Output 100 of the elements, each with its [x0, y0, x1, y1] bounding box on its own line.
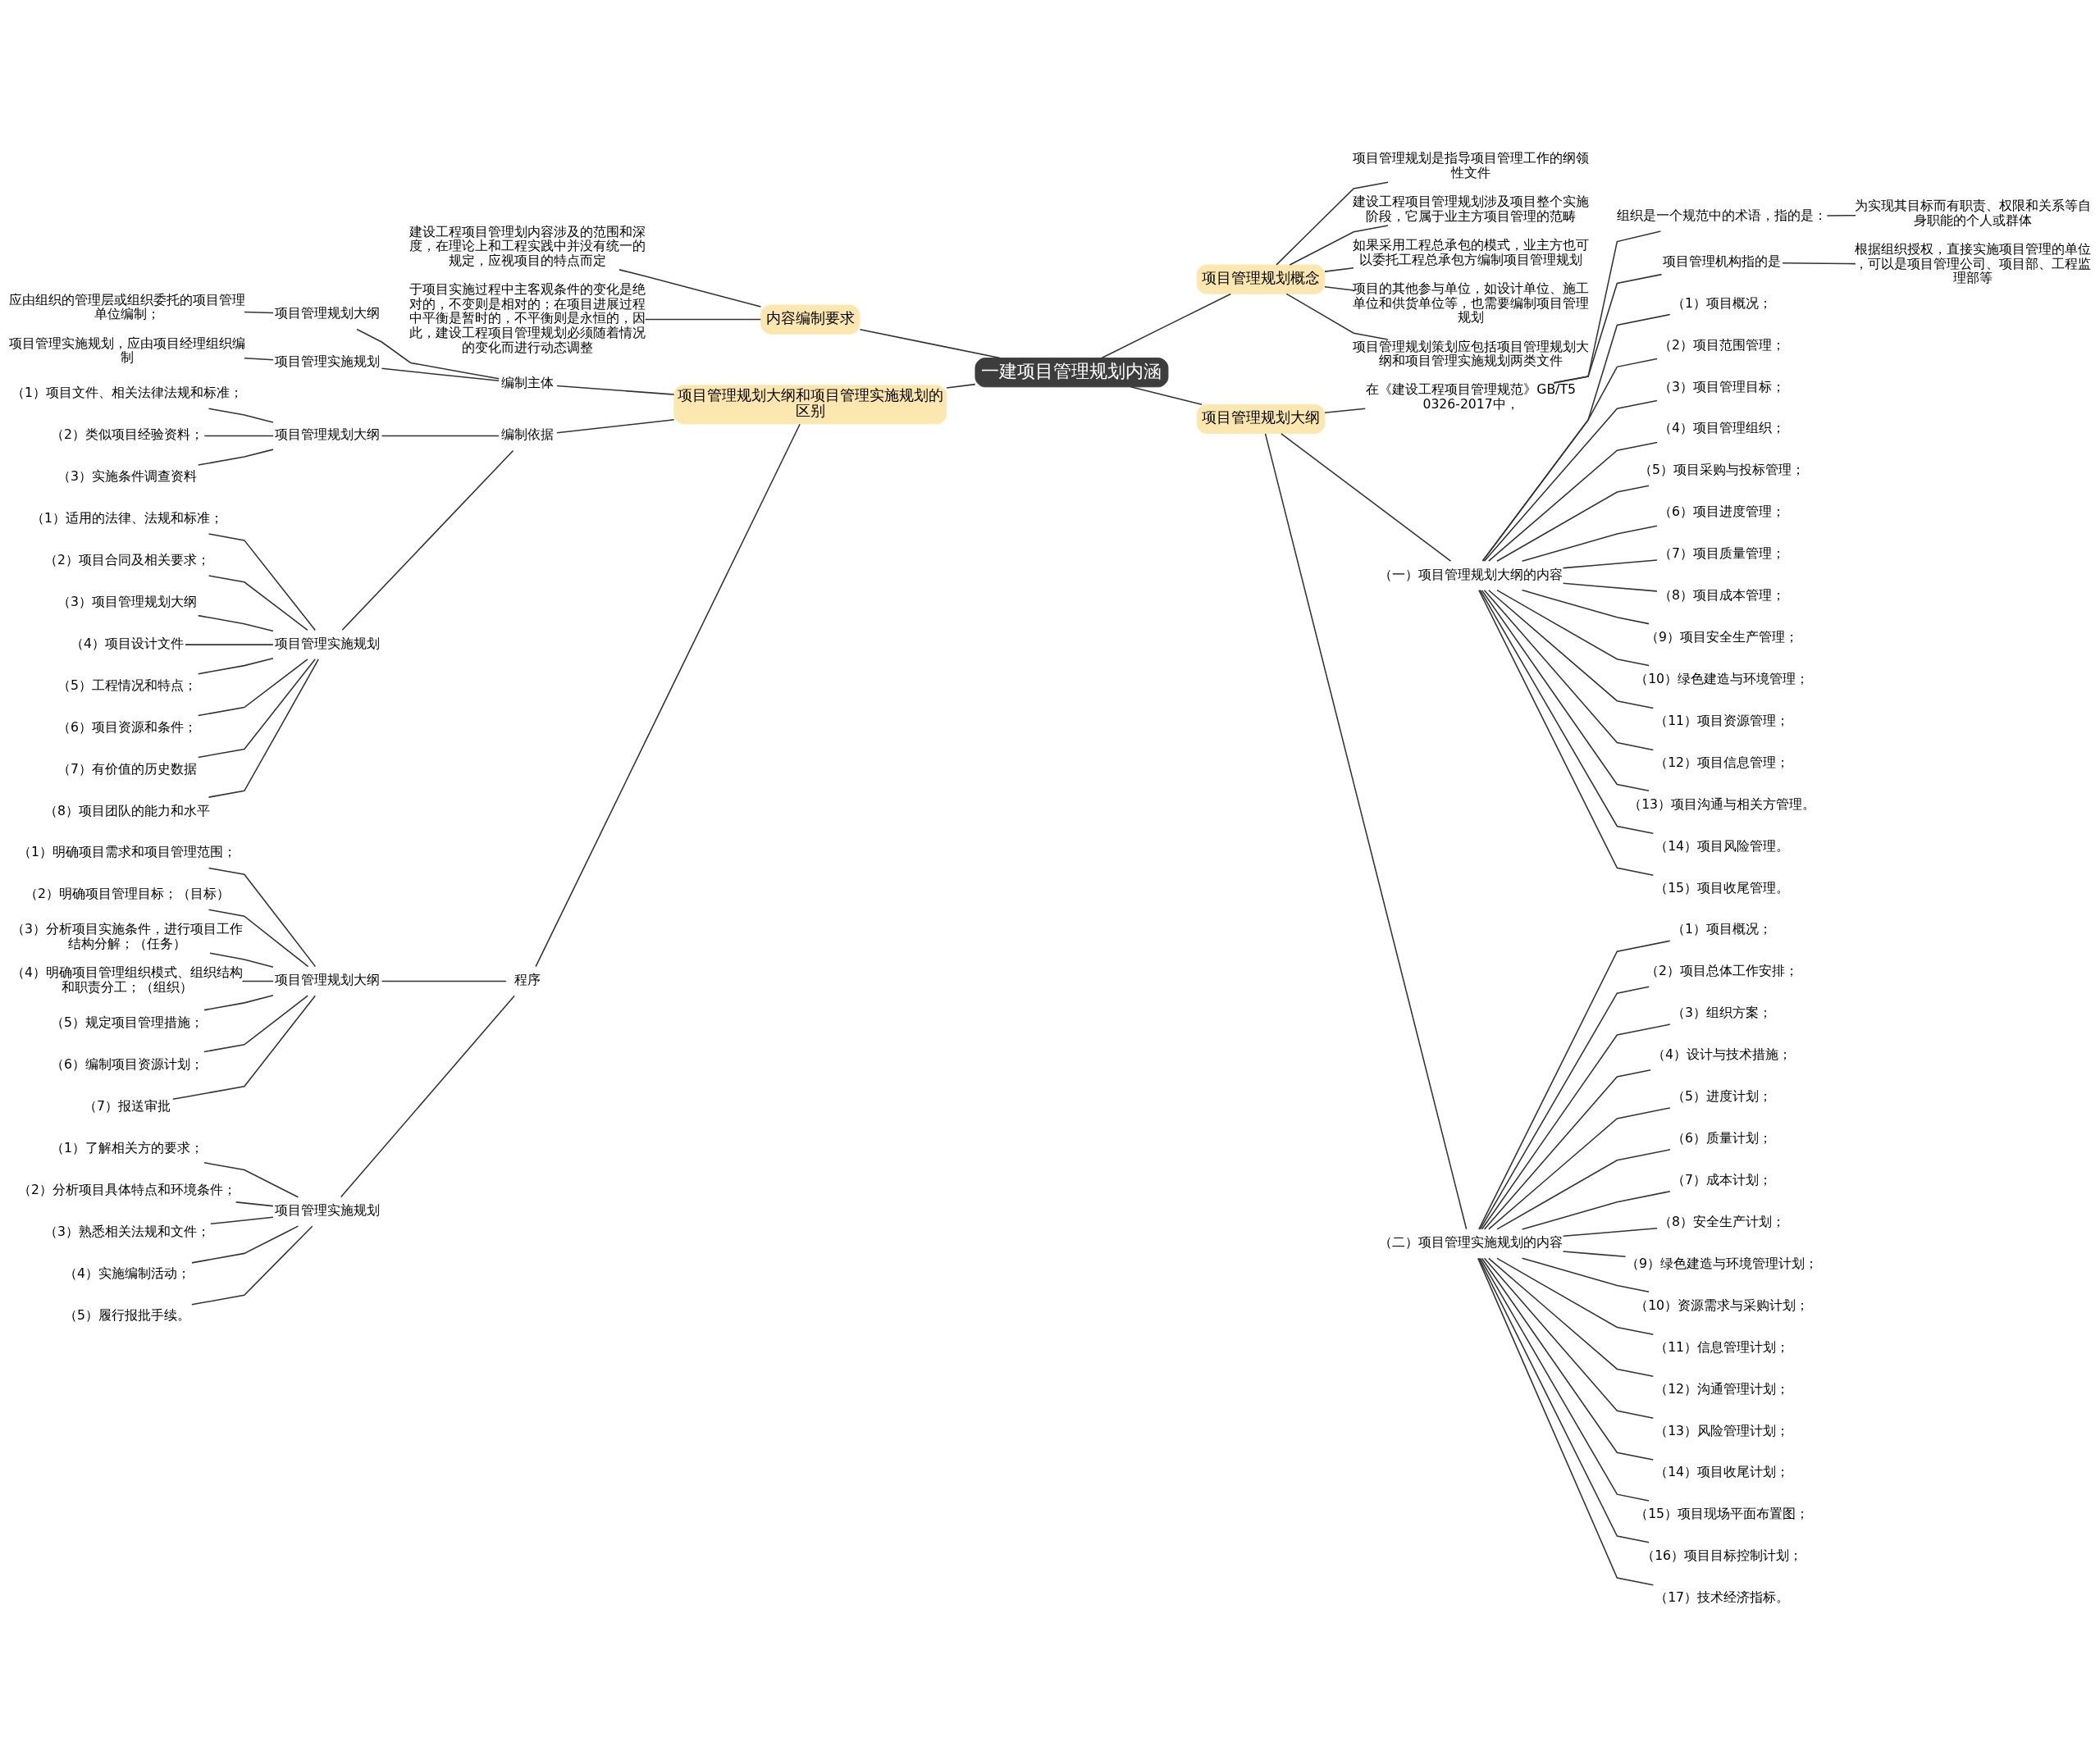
node-text: （5）进度计划； [1672, 1087, 1773, 1104]
connector [208, 909, 309, 967]
connector [1496, 485, 1650, 562]
connector [1479, 1257, 1650, 1502]
node-text: （8）安全生产计划； [1659, 1213, 1786, 1229]
node-text: 如果采用工程总承包的模式，业主方也可以委托工程总承包方编制项目管理规划 [1353, 236, 1590, 267]
node-text: 项目管理实施规划 [275, 1201, 381, 1218]
node-text: （1）项目概况； [1672, 294, 1773, 311]
node-text: 建设工程项目管理划内容涉及的范围和深度，在理论上和工程实践中并没有统一的规定，应视项目的特点而定 [409, 223, 646, 268]
connector [208, 867, 317, 967]
node-text: （4）项目管理组织； [1659, 419, 1786, 435]
connector [381, 980, 507, 982]
node-text: （6）质量计划； [1672, 1129, 1773, 1146]
connector [191, 1224, 299, 1264]
connector [1553, 273, 1663, 384]
node-text: 根据组织授权，直接实施项目管理的单位，可以是项目管理公司、项目部、工程监理部等 [1855, 240, 2092, 285]
connector [556, 385, 675, 395]
node-text: （5）项目采购与投标管理； [1639, 461, 1806, 477]
connector [1553, 230, 1662, 384]
connector [208, 574, 308, 631]
connector [185, 643, 274, 645]
node-text: （2）项目范围管理； [1659, 336, 1786, 353]
node-text: （5）工程情况和特点； [57, 677, 197, 693]
connector [1324, 285, 1354, 291]
connector [1496, 589, 1650, 666]
connector [1481, 1023, 1671, 1230]
node-text: （13）项目沟通与相关方管理。 [1628, 795, 1816, 812]
connector [1483, 1069, 1651, 1230]
node-text: （3）实施条件调查资料 [57, 467, 197, 484]
node-text: （一）项目管理规划大纲的内容 [1379, 566, 1564, 582]
connector [1276, 180, 1389, 266]
node-text: （16）项目目标控制计划； [1641, 1547, 1803, 1563]
node-text: （1）项目概况； [1672, 920, 1773, 937]
connector [946, 383, 976, 389]
connector [1496, 1148, 1671, 1230]
connector [859, 328, 1001, 358]
connector [235, 1201, 274, 1206]
node-text: （2）明确项目管理目标；（目标） [24, 885, 230, 901]
connector [1264, 432, 1468, 1230]
node-text: （4）实施编制活动； [63, 1265, 190, 1281]
connector [644, 318, 762, 320]
connector [197, 657, 274, 674]
connector [356, 328, 500, 380]
connector [341, 449, 514, 631]
node-text: （13）风险管理计划； [1655, 1422, 1790, 1438]
connector [340, 995, 515, 1197]
node-text: （1）了解相关方的要求； [50, 1139, 203, 1155]
node-text: 编制依据 [501, 426, 555, 442]
node-text: 为实现其目标而有职责、权限和关系等自身职能的个人或群体 [1855, 197, 2092, 228]
node-text: （4）项目设计文件 [70, 635, 184, 651]
node-text: （15）项目现场平面布置图； [1635, 1505, 1810, 1521]
connector [203, 435, 274, 436]
node-text: （7）项目质量管理； [1659, 545, 1786, 561]
node-text: 项目管理实施规划 [275, 353, 381, 369]
node-text: （15）项目收尾管理。 [1655, 879, 1790, 896]
node-text: （11）信息管理计划； [1655, 1338, 1790, 1355]
node-text: （6）编制项目资源计划； [50, 1055, 203, 1072]
connector [203, 994, 308, 1052]
connector [1481, 358, 1658, 562]
connector [1481, 313, 1671, 562]
node-text: （8）项目成本管理； [1659, 586, 1786, 603]
connector [210, 1216, 274, 1224]
node-text: 项目的其他参与单位，如设计单位、施工单位和供货单位等，也需要编制项目管理规划 [1353, 280, 1590, 325]
node-text: 项目管理规划大纲 [275, 304, 381, 321]
connector [381, 367, 500, 381]
connector [244, 357, 274, 361]
connector [197, 658, 308, 716]
node-text: 项目管理规划是指导项目管理工作的纲领性文件 [1353, 149, 1590, 180]
node-text: （4）明确项目管理组织模式、组织结构和职责分工；（组织） [11, 964, 243, 995]
connector [1521, 589, 1650, 624]
connector [1488, 441, 1658, 562]
connector [556, 418, 675, 433]
node-text: 项目管理规划策划应包括项目管理规划大纲和项目管理实施规划两类文件 [1353, 338, 1590, 368]
connector [1477, 1257, 1655, 1586]
connector [1521, 1190, 1671, 1230]
connector [1521, 524, 1658, 562]
node-text: （1）适用的法律、法规和标准； [30, 509, 223, 526]
connector [1483, 1257, 1655, 1419]
node-text: （1）明确项目需求和项目管理范围； [17, 843, 236, 859]
connector [208, 658, 319, 798]
node-text: 编制主体 [501, 374, 555, 390]
node-text: （14）项目风险管理。 [1655, 837, 1790, 854]
node-text: （17）技术经济指标。 [1655, 1589, 1790, 1605]
connector [1479, 986, 1650, 1230]
node-box: 内容编制要求 [760, 303, 861, 335]
connector [1481, 1257, 1655, 1461]
node-text: （2）类似项目经验资料； [50, 426, 203, 442]
node-text: （3）分析项目实施条件，进行项目工作结构分解；（任务） [11, 920, 243, 951]
node-text: （3）组织方案； [1672, 1004, 1773, 1020]
connector [191, 1224, 313, 1306]
connector [1130, 385, 1203, 405]
connector [381, 435, 500, 436]
connector [1562, 1227, 1658, 1237]
node-text: （9）绿色建造与环境管理计划； [1626, 1255, 1819, 1271]
connector [208, 532, 317, 631]
node-text: （4）设计与技术措施； [1652, 1046, 1792, 1062]
node-text: 程序 [514, 971, 541, 987]
connector [203, 994, 274, 1010]
connector [197, 614, 274, 631]
connector [1289, 224, 1389, 266]
